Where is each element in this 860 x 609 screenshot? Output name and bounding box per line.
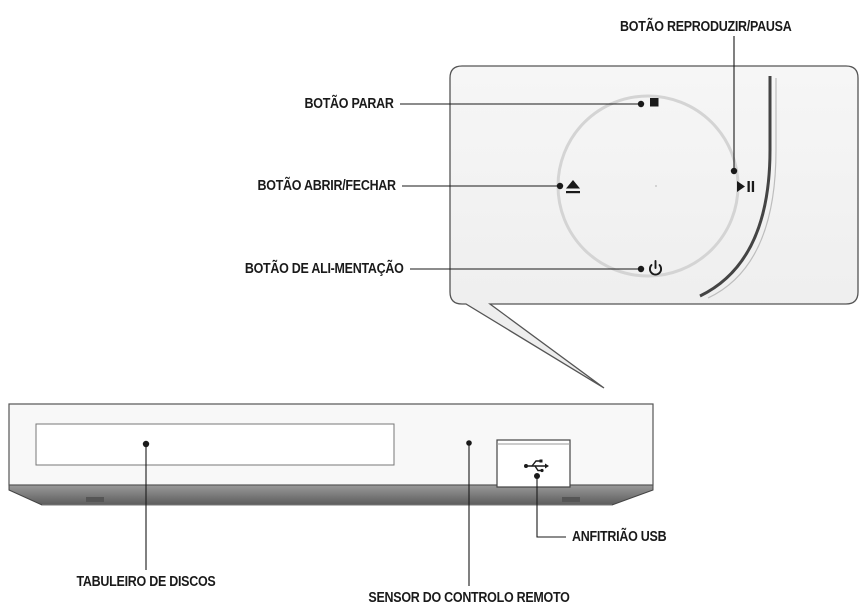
dot-usb (534, 473, 540, 479)
zoom-callout-panel (449, 65, 859, 389)
panel-curved-edge (699, 76, 772, 298)
control-center-dot (655, 185, 657, 187)
leader-lines (145, 36, 735, 586)
device-base (8, 484, 654, 506)
dot-play-pause (730, 167, 738, 175)
dot-stop (637, 100, 645, 108)
power-icon[interactable] (648, 260, 663, 276)
label-disc-tray: TABULEIRO DE DISCOS (76, 574, 216, 590)
play-pause-icon[interactable] (737, 181, 755, 192)
label-remote-sensor: SENSOR DO CONTROLO REMOTO (368, 590, 570, 606)
dot-power (637, 265, 645, 273)
usb-icon (524, 459, 549, 473)
label-open-close-button: BOTÃO ABRIR/FECHAR (257, 178, 397, 194)
bluray-player (8, 403, 654, 506)
device-foot-right (562, 497, 580, 502)
dot-open-close (556, 182, 564, 190)
label-power-button: BOTÃO DE ALI-MENTAÇÃO (245, 261, 404, 277)
remote-sensor (466, 440, 472, 446)
leader-dots (142, 100, 738, 479)
dot-disc-tray (142, 440, 150, 448)
stop-icon[interactable] (650, 98, 659, 107)
label-usb-host: ANFITRIÃO USB (572, 529, 667, 545)
disc-tray[interactable] (35, 423, 395, 466)
label-stop-button: BOTÃO PARAR (304, 96, 394, 112)
device-foot-left (86, 497, 104, 502)
panel-curved-edge-highlight (707, 78, 777, 299)
label-play-pause-button: BOTÃO REPRODUZIR/PAUSA (620, 19, 792, 35)
eject-icon[interactable] (566, 180, 580, 194)
